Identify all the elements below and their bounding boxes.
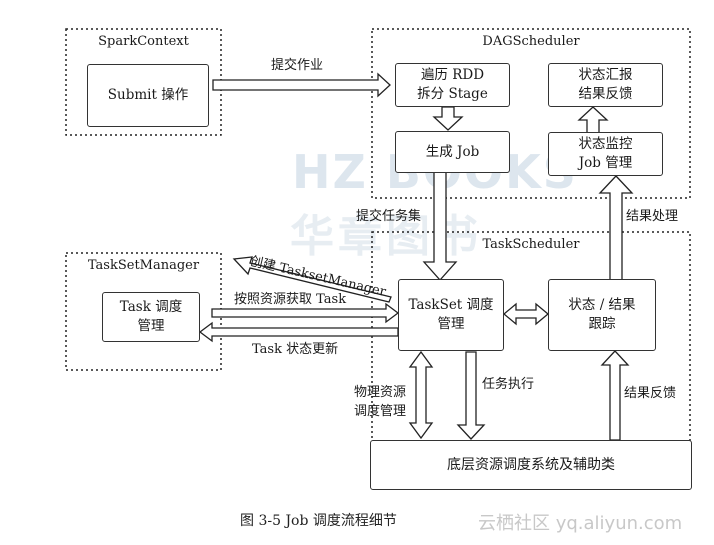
underlying-system-label: 底层资源调度系统及辅助类 (447, 456, 615, 473)
label-submit-job: 提交作业 (271, 58, 324, 73)
status-track-line2: 跟踪 (588, 316, 616, 332)
status-report-line1: 状态汇报 (578, 67, 633, 83)
status-monitor-line2: Job 管理 (578, 155, 633, 171)
underlying-system-box: 底层资源调度系统及辅助类 (370, 440, 692, 490)
arrow-submit-taskset (422, 171, 458, 281)
taskset-schedule-line2: 管理 (437, 316, 465, 332)
watermark-site: 云栖社区 yq.aliyun.com (478, 513, 683, 534)
watermark-logo-cjk: 华章图书 (290, 211, 482, 262)
taskset-schedule-box: TaskSet 调度管理 (398, 279, 504, 351)
generate-job-box: 生成 Job (395, 131, 510, 173)
container-tasksetmanager (65, 252, 222, 371)
container-dagscheduler-title: DAGScheduler (482, 34, 580, 49)
label-physical-line1: 物理资源 (354, 385, 407, 400)
arrow-result-process (598, 175, 634, 281)
status-monitor-line1: 状态监控 (578, 136, 633, 152)
status-report-box: 状态汇报结果反馈 (548, 63, 663, 107)
status-track-box: 状态 / 结果跟踪 (548, 279, 656, 351)
label-fetch-task: 按照资源获取 Task (234, 292, 347, 307)
task-schedule-line1: Task 调度 (119, 299, 183, 315)
label-submit-taskset: 提交任务集 (356, 209, 422, 224)
status-track-line1: 状态 / 结果 (568, 297, 636, 313)
submit-box-label: Submit 操作 (107, 87, 189, 103)
arrow-status-update (198, 321, 399, 343)
arrow-physical-resource (408, 350, 434, 440)
container-taskscheduler-title: TaskScheduler (482, 237, 580, 252)
figure-caption: 图 3-5 Job 调度流程细节 (240, 513, 397, 529)
label-physical-line2: 调度管理 (354, 404, 407, 419)
arrow-taskset-track (502, 302, 550, 326)
submit-box: Submit 操作 (87, 64, 209, 127)
label-task-exec: 任务执行 (482, 377, 535, 392)
traverse-rdd-line1: 遍历 RDD (420, 67, 485, 83)
traverse-rdd-box: 遍历 RDD 拆分 Stage (395, 63, 510, 107)
taskset-schedule-line1: TaskSet 调度 (408, 297, 494, 313)
status-report-line2: 结果反馈 (578, 86, 633, 102)
arrow-result-feedback (600, 350, 630, 441)
generate-job-label: 生成 Job (425, 143, 480, 160)
label-result-process: 结果处理 (626, 209, 679, 224)
traverse-rdd-line2: 拆分 Stage (417, 86, 488, 102)
arrow-fetch-task (211, 302, 400, 324)
label-result-feedback: 结果反馈 (624, 386, 677, 401)
arrow-create-tsm (232, 256, 392, 303)
label-status-update: Task 状态更新 (252, 342, 339, 357)
task-schedule-box: Task 调度管理 (102, 292, 200, 342)
container-tasksetmanager-title: TaskSetManager (87, 258, 200, 273)
arrow-submit-job (212, 72, 391, 98)
status-monitor-box: 状态监控 Job 管理 (548, 132, 663, 176)
container-dagscheduler (371, 28, 691, 199)
task-schedule-line2: 管理 (137, 318, 165, 334)
arrow-monitor-to-report (577, 106, 609, 134)
arrow-task-exec (456, 351, 486, 440)
container-sparkcontext-title: SparkContext (98, 34, 189, 49)
arrow-split-to-job (432, 106, 464, 131)
